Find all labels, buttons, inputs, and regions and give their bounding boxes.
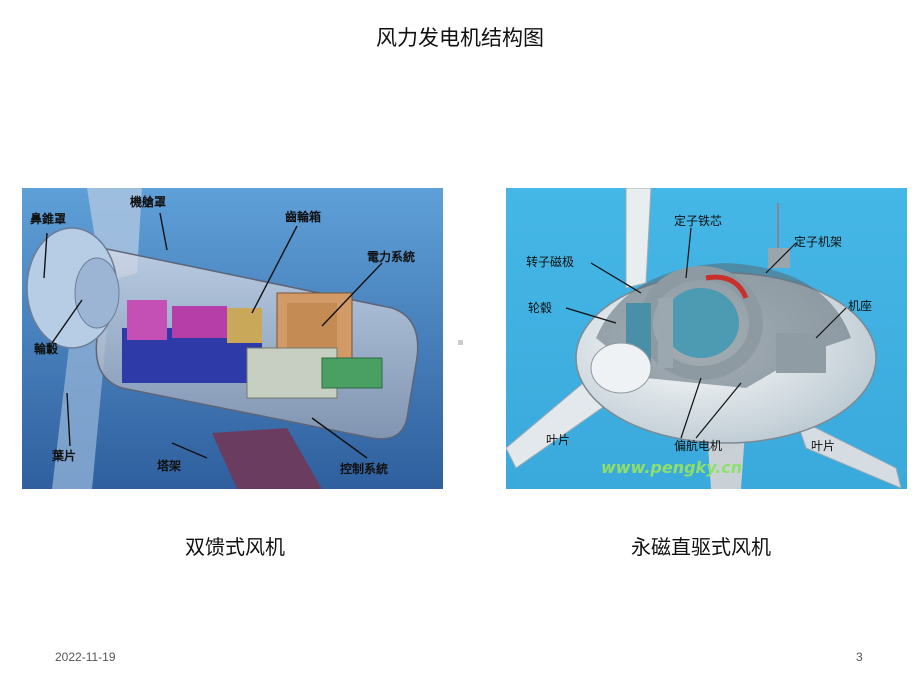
label-stator-core: 定子铁芯 (674, 213, 722, 228)
watermark-url: www.pengky.cn (601, 458, 742, 477)
label-nose-cone: 鼻錐罩 (30, 211, 66, 226)
label-hub: 輪轂 (34, 341, 59, 356)
label-rotor-pole: 转子磁极 (526, 254, 574, 269)
caption-direct-drive: 永磁直驱式风机 (631, 535, 771, 559)
page-number: 3 (856, 650, 863, 664)
label-hub: 轮毂 (528, 301, 552, 315)
doubly-fed-turbine-diagram: 鼻錐罩 機艙罩 齒輪箱 電力系統 輪轂 葉片 塔架 控制系統 (22, 188, 443, 489)
label-blade-left: 叶片 (546, 433, 570, 447)
label-blade-right: 叶片 (811, 439, 835, 453)
slide-title: 风力发电机结构图 (376, 26, 544, 50)
footer-date: 2022-11-19 (55, 650, 116, 664)
label-control-system: 控制系統 (340, 461, 388, 476)
label-yaw-motor: 偏航电机 (674, 438, 722, 453)
caption-doubly-fed: 双馈式风机 (185, 535, 285, 559)
label-nacelle-cover: 機艙罩 (130, 194, 166, 209)
label-tower: 塔架 (157, 458, 181, 473)
label-base: 机座 (848, 298, 872, 313)
doubly-fed-turbine-illustration: 鼻錐罩 機艙罩 齒輪箱 電力系統 輪轂 葉片 塔架 控制系統 (22, 188, 443, 489)
label-blade: 葉片 (51, 448, 76, 463)
decorative-dot (458, 340, 463, 345)
direct-drive-turbine-illustration: 定子铁芯 定子机架 转子磁极 轮毂 机座 叶片 偏航电机 叶片 www.peng… (506, 188, 907, 489)
label-power-system: 電力系統 (367, 249, 415, 264)
label-gearbox: 齒輪箱 (285, 209, 321, 224)
label-stator-frame: 定子机架 (794, 234, 842, 249)
direct-drive-turbine-diagram: 定子铁芯 定子机架 转子磁极 轮毂 机座 叶片 偏航电机 叶片 www.peng… (506, 188, 907, 489)
